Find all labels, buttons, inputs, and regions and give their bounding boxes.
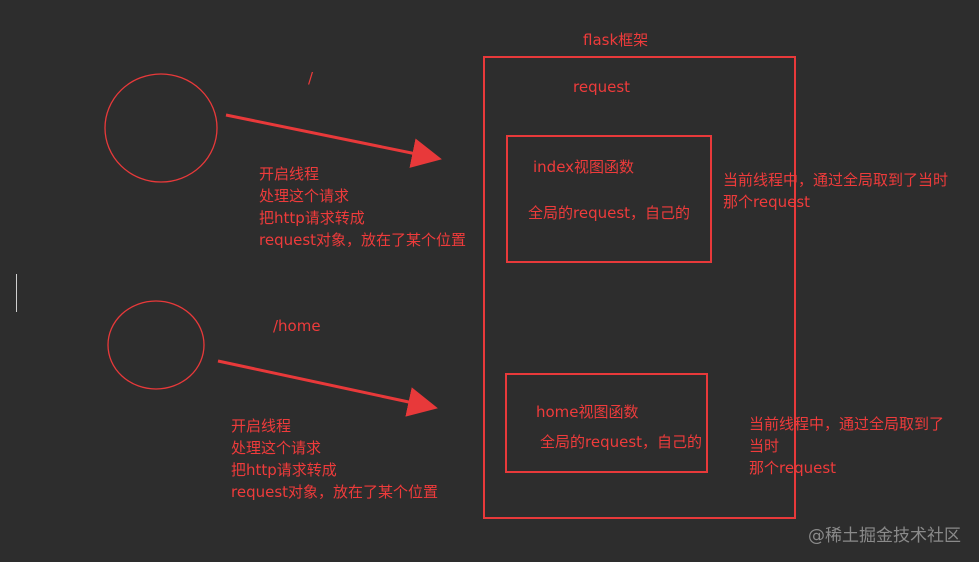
thread-note-1: 开启线程 处理这个请求 把http请求转成 request对象，放在了某个位置 — [259, 163, 466, 251]
watermark: @稀土掘金技术社区 — [808, 526, 961, 546]
framework-request-label: request — [573, 78, 631, 96]
thread-note-2: 开启线程 处理这个请求 把http请求转成 request对象，放在了某个位置 — [231, 415, 438, 503]
side-note-2-line: 当前线程中，通过全局取到了 — [749, 415, 945, 433]
thread-note-1-line: 处理这个请求 — [259, 187, 350, 205]
side-note-1-line: 当前线程中，通过全局取到了当时 — [723, 171, 949, 189]
home-view-title: home视图函数 — [536, 403, 639, 421]
index-view-body: 全局的request，自己的 — [528, 204, 691, 222]
side-note-1: 当前线程中，通过全局取到了当时 那个request — [723, 169, 948, 213]
home-view-box — [505, 373, 708, 473]
thread-note-2-line: 处理这个请求 — [231, 439, 322, 457]
side-note-2-line: 当时 — [749, 437, 780, 455]
request-arrow-2 — [217, 359, 438, 417]
request-arrow-1 — [225, 113, 442, 168]
thread-note-2-line: 开启线程 — [231, 417, 292, 435]
thread-note-1-line: 把http请求转成 — [259, 209, 365, 227]
index-view-box — [506, 135, 712, 263]
client-circle-2 — [107, 300, 205, 390]
side-note-1-line: 那个request — [723, 193, 811, 211]
index-view-title: index视图函数 — [533, 158, 635, 176]
side-note-2-line: 那个request — [749, 459, 837, 477]
thread-note-2-line: 把http请求转成 — [231, 461, 337, 479]
home-view-body: 全局的request，自己的 — [540, 433, 703, 451]
thread-note-2-line: request对象，放在了某个位置 — [231, 483, 439, 501]
route-index-label: / — [308, 69, 314, 87]
side-note-2: 当前线程中，通过全局取到了 当时 那个request — [749, 413, 944, 479]
client-circle-1 — [104, 73, 218, 183]
flask-framework-box — [483, 56, 796, 519]
thread-note-1-line: request对象，放在了某个位置 — [259, 231, 467, 249]
framework-title: flask框架 — [583, 31, 649, 49]
route-home-label: /home — [273, 317, 321, 335]
thread-note-1-line: 开启线程 — [259, 165, 320, 183]
text-cursor — [16, 274, 17, 312]
